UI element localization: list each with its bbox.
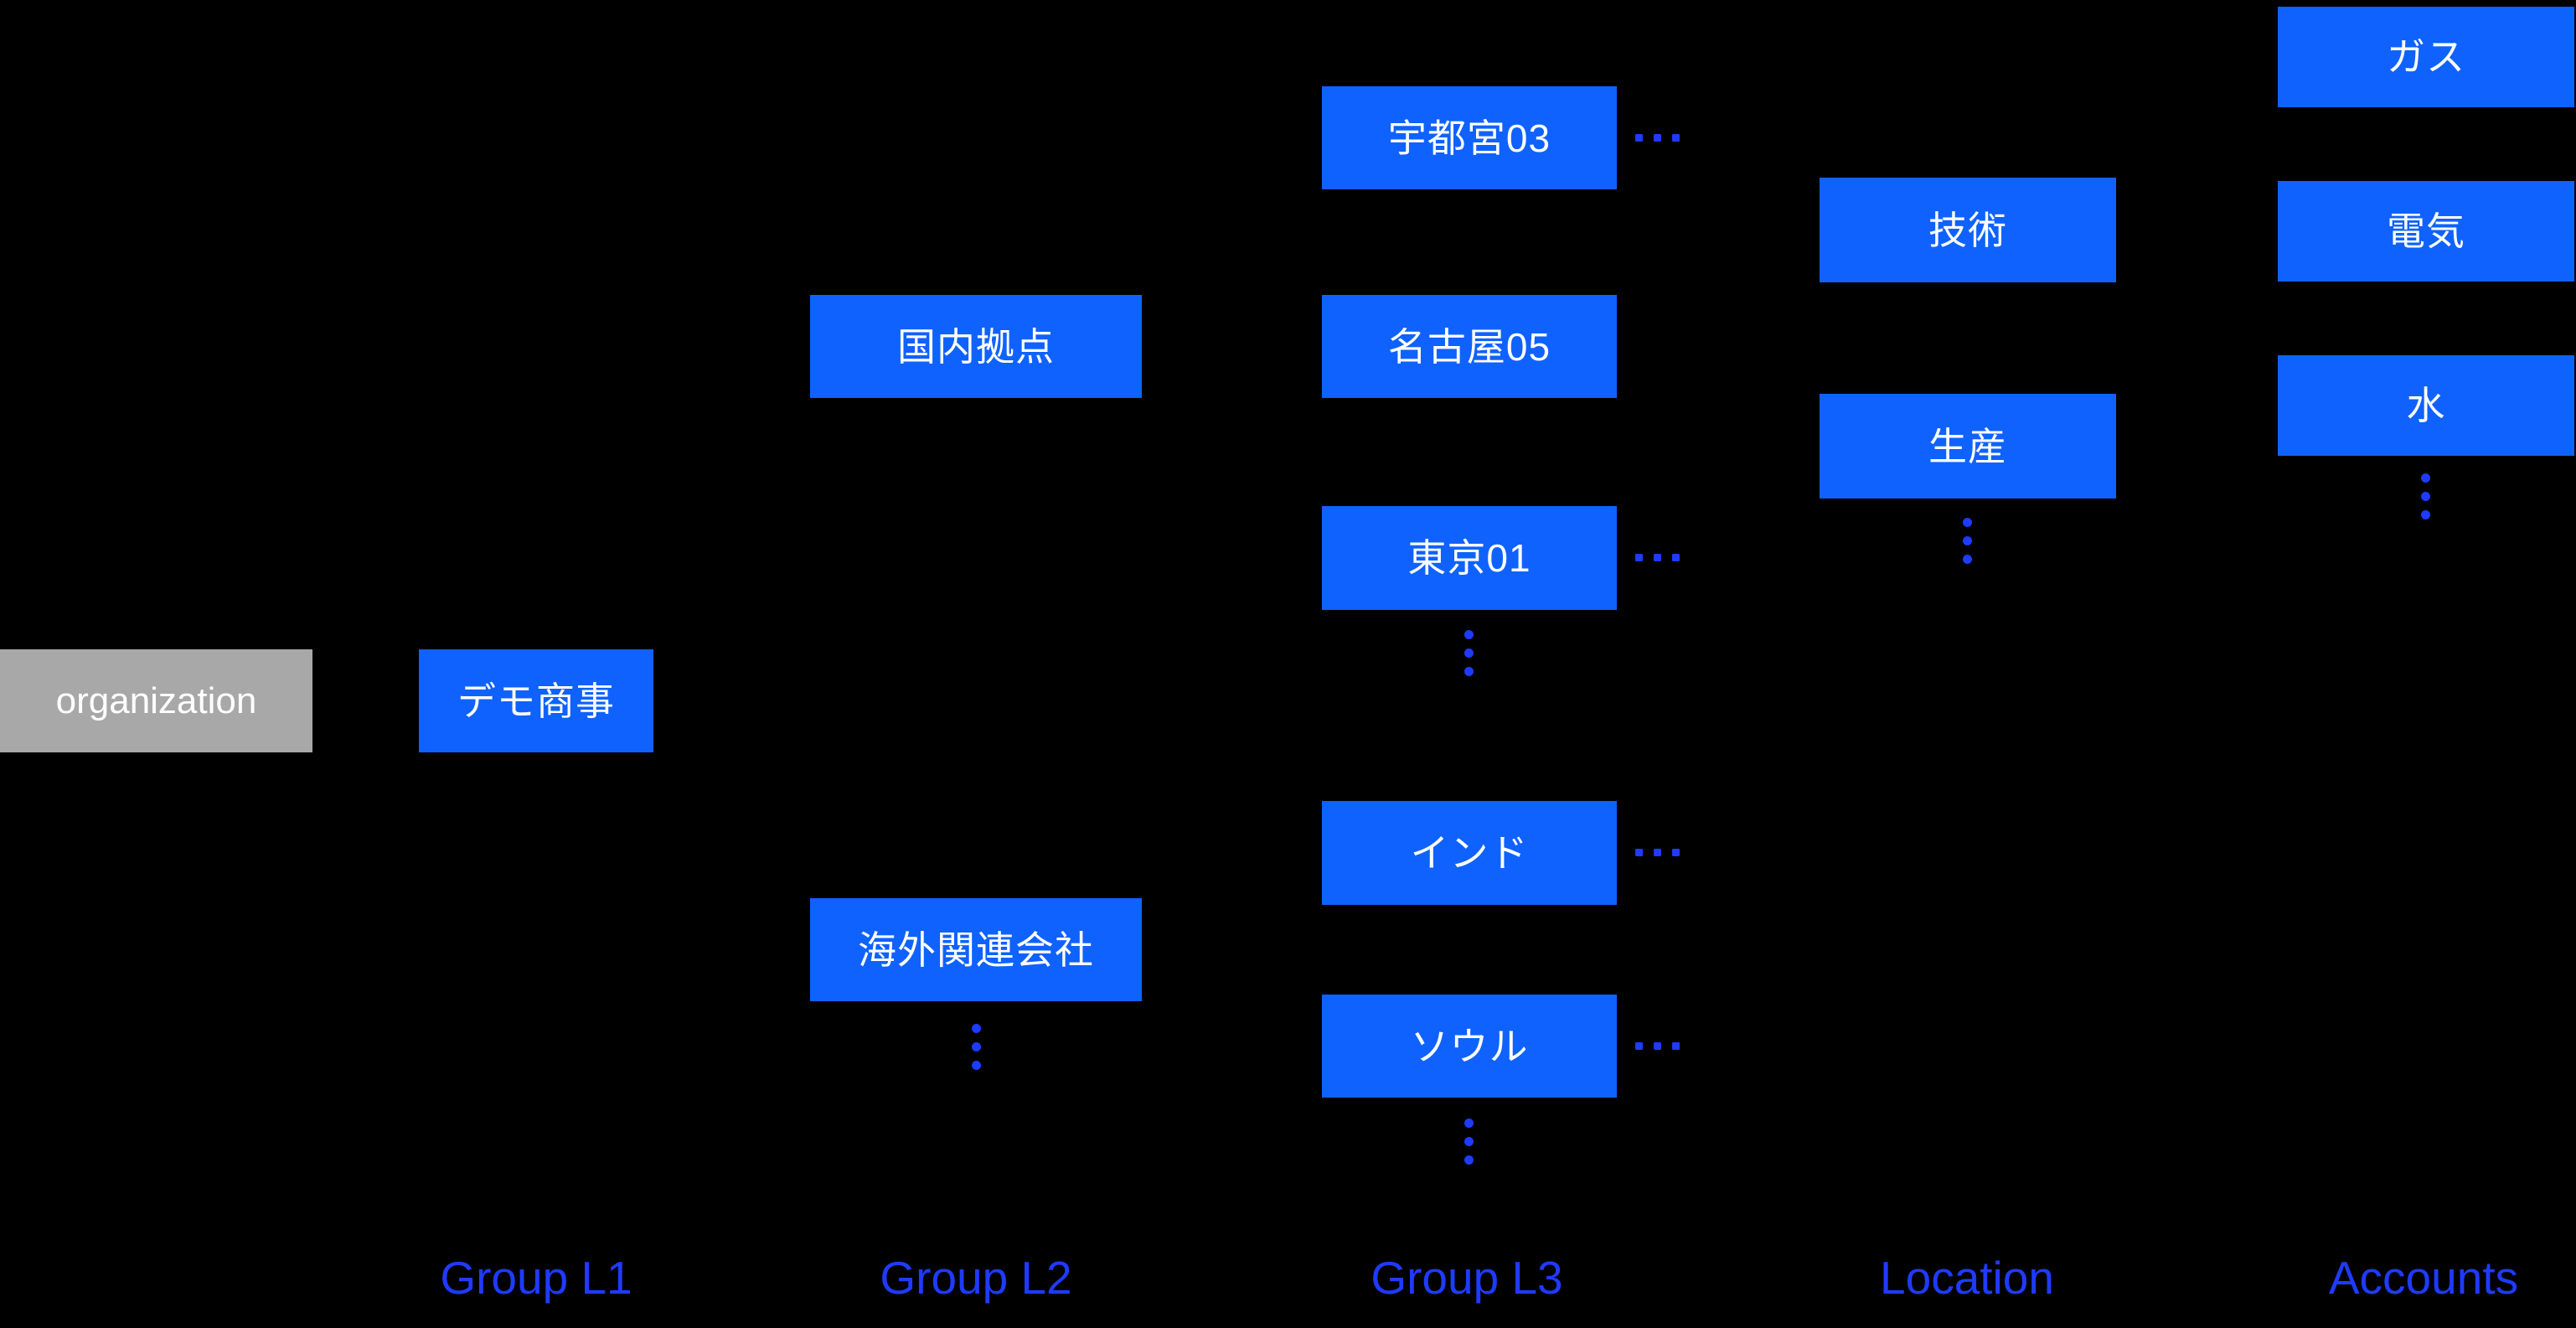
node-nagoya-05: 名古屋05 xyxy=(1322,295,1617,398)
node-demo-shoji: デモ商事 xyxy=(419,649,653,752)
ellipsis-horizontal-icon xyxy=(1635,554,1680,561)
ellipsis-vertical-icon xyxy=(1464,630,1474,676)
node-organization: organization xyxy=(0,649,312,752)
node-seisan-label: 生産 xyxy=(1928,424,2007,468)
ellipsis-horizontal-icon xyxy=(1635,849,1680,856)
column-label-location: Location xyxy=(1880,1252,2054,1304)
ellipsis-vertical-icon xyxy=(1963,518,1972,564)
column-label-group-l1: Group L1 xyxy=(440,1252,632,1304)
node-seisan: 生産 xyxy=(1820,394,2116,499)
node-demo-shoji-label: デモ商事 xyxy=(457,679,615,723)
node-denki-label: 電気 xyxy=(2387,209,2465,253)
node-india-label: インド xyxy=(1410,831,1529,875)
node-gas-label: ガス xyxy=(2387,35,2465,79)
node-tokyo-01: 東京01 xyxy=(1322,506,1617,610)
node-mizu-label: 水 xyxy=(2406,384,2446,427)
ellipsis-horizontal-icon xyxy=(1635,1042,1680,1050)
node-nagoya-05-label: 名古屋05 xyxy=(1387,324,1551,369)
column-label-group-l3: Group L3 xyxy=(1371,1252,1563,1304)
node-kaigai-kanren-gaisha: 海外関連会社 xyxy=(810,898,1142,1001)
node-gas: ガス xyxy=(2278,7,2574,107)
node-india: インド xyxy=(1322,801,1617,905)
node-mizu: 水 xyxy=(2278,355,2574,456)
ellipsis-vertical-icon xyxy=(972,1024,981,1070)
column-label-group-l2: Group L2 xyxy=(880,1252,1072,1304)
ellipsis-vertical-icon xyxy=(2421,473,2430,519)
node-gijutsu-label: 技術 xyxy=(1928,208,2007,252)
node-kaigai-kanren-gaisha-label: 海外関連会社 xyxy=(858,928,1094,972)
node-tokyo-01-label: 東京01 xyxy=(1407,536,1531,580)
node-seoul: ソウル xyxy=(1322,995,1617,1098)
node-seoul-label: ソウル xyxy=(1410,1024,1529,1068)
node-gijutsu: 技術 xyxy=(1820,178,2116,282)
node-denki: 電気 xyxy=(2278,181,2574,282)
column-label-accounts: Accounts xyxy=(2328,1252,2519,1304)
node-utsunomiya-03-label: 宇都宮03 xyxy=(1387,116,1551,160)
node-kokunai-kyoten: 国内拠点 xyxy=(810,295,1142,398)
node-kokunai-kyoten-label: 国内拠点 xyxy=(897,324,1055,369)
ellipsis-horizontal-icon xyxy=(1635,134,1680,142)
ellipsis-vertical-icon xyxy=(1464,1119,1474,1165)
node-utsunomiya-03: 宇都宮03 xyxy=(1322,86,1617,189)
node-organization-label: organization xyxy=(55,680,257,721)
